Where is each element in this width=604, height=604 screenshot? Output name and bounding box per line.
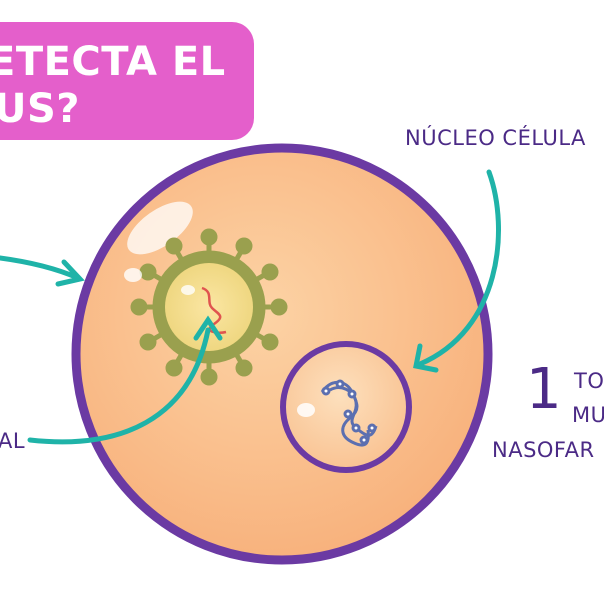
cell-nucleus xyxy=(280,341,412,473)
step-text-line-2: MU xyxy=(572,403,604,427)
nucleus-highlight xyxy=(297,403,315,417)
title-line-2: US? xyxy=(0,86,80,132)
viral-label: AL xyxy=(0,429,26,453)
cell-highlight xyxy=(127,201,193,255)
step-text-line-1: TO xyxy=(574,369,604,393)
step-number: 1 xyxy=(526,357,562,422)
step-text-line-3: NASOFAR xyxy=(492,438,595,462)
arrow-to-cell xyxy=(0,255,85,287)
dna-strand-icon xyxy=(320,379,378,447)
title-banner xyxy=(0,22,254,140)
title-line-1: ETECTA EL xyxy=(0,39,226,85)
nucleus-label: NÚCLEO CÉLULA xyxy=(405,126,586,150)
arrow-to-virus xyxy=(27,315,223,445)
virus-icon xyxy=(130,228,288,386)
arrow-to-nucleus xyxy=(413,169,501,373)
rna-strand-icon xyxy=(201,286,227,334)
cell-body xyxy=(71,143,493,565)
virus-highlight xyxy=(124,268,142,282)
